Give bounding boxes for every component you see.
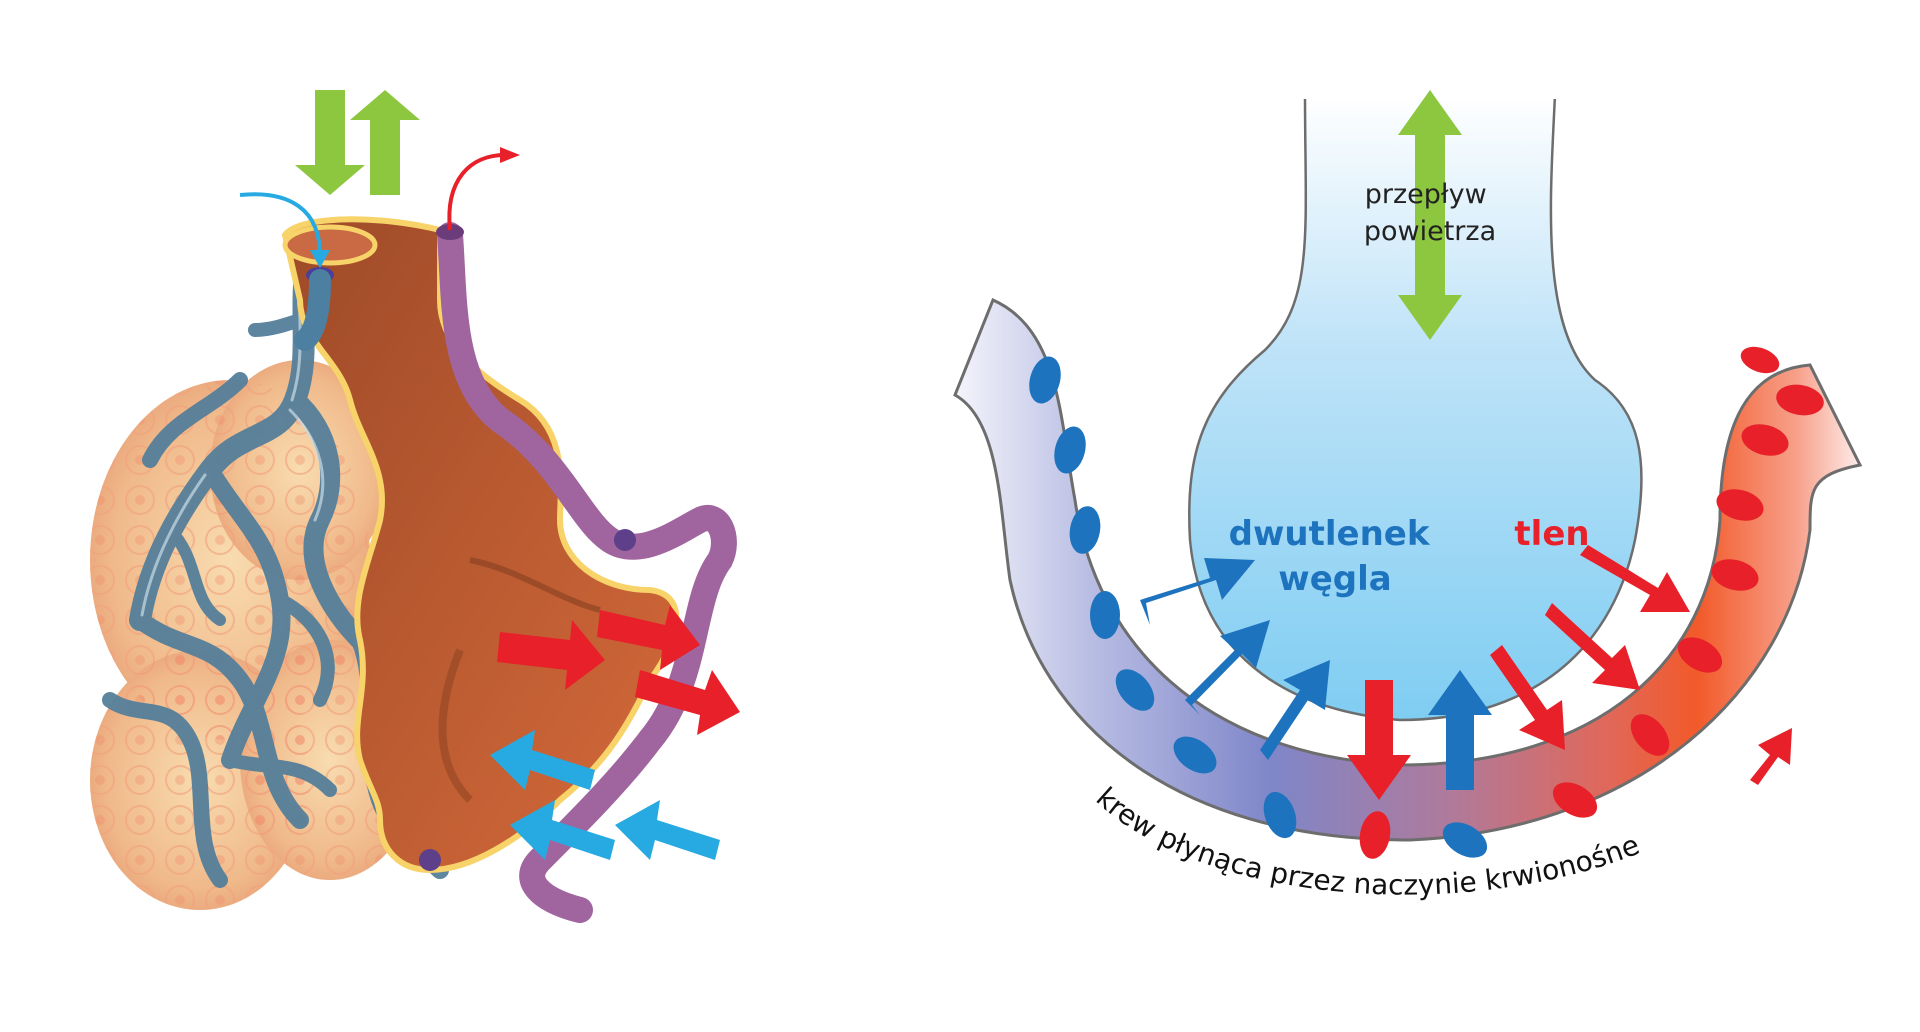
blood-cells-red — [1359, 346, 1824, 859]
oxygen-label: tlen — [1514, 514, 1589, 554]
alveolus-cluster-illustration — [90, 90, 740, 923]
oxygen-arrows-right — [1347, 545, 1792, 800]
oxygen-arrows-left — [497, 605, 740, 735]
blood-vessel — [953, 297, 1863, 842]
gas-exchange-schematic: przepływ powietrza dwutlenek węgla tlen — [953, 85, 1863, 902]
airflow-arrows-left — [295, 90, 420, 195]
blood-cells-blue — [1029, 356, 1488, 858]
airway-opening — [282, 224, 378, 266]
airflow-double-arrow — [1398, 90, 1462, 340]
alveolar-air-space — [1188, 93, 1643, 722]
airflow-label: przepływ powietrza — [1364, 179, 1496, 247]
co2-label: dwutlenek węgla — [1229, 514, 1442, 599]
co2-arrows-left — [490, 730, 720, 860]
blood-outflow-arrow — [447, 153, 506, 231]
oxygenated-vessel — [437, 222, 737, 923]
co2-arrows-right — [1140, 558, 1492, 790]
blood-inflow-arrow — [239, 192, 322, 256]
